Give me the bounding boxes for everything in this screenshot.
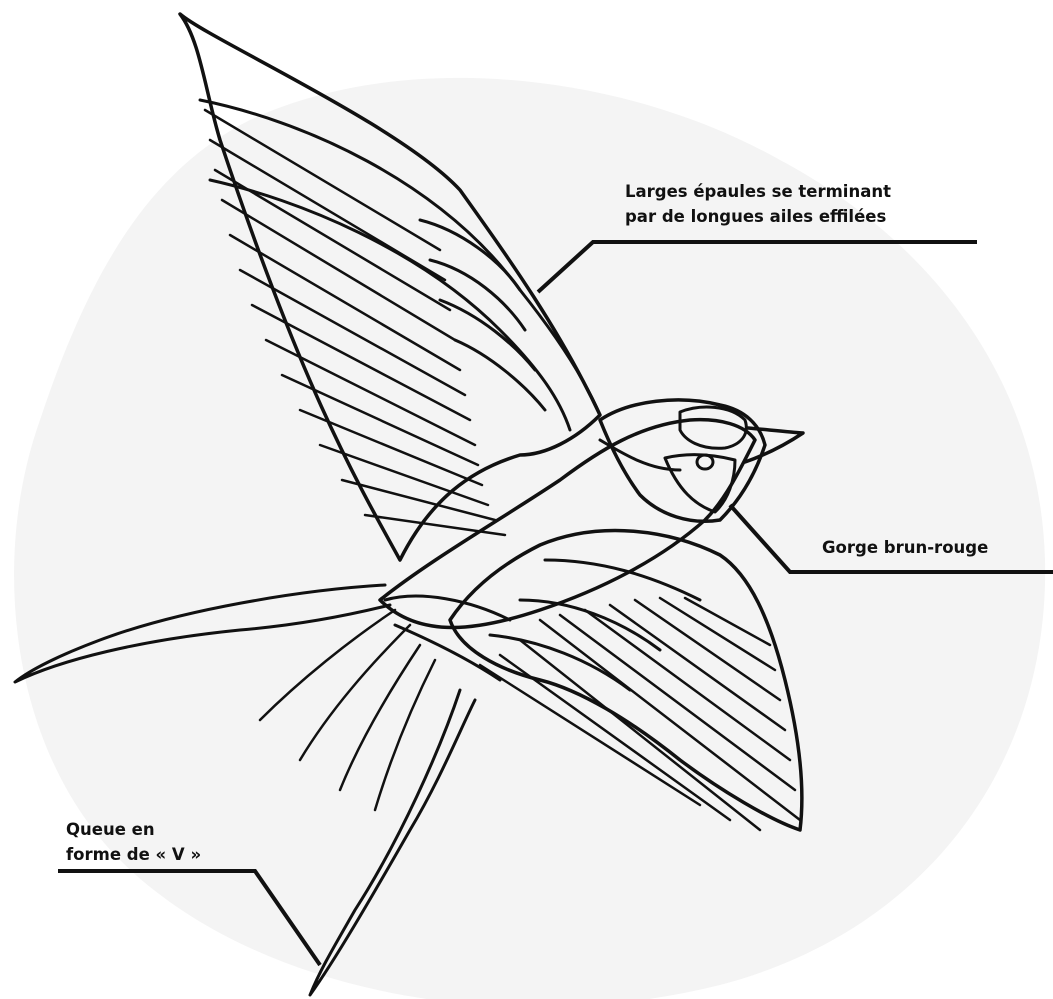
throat-annotation: Gorge brun-rouge xyxy=(822,535,988,560)
wing-annotation-line-1: Larges épaules se terminant xyxy=(625,182,891,201)
throat-annotation-line-1: Gorge brun-rouge xyxy=(822,538,988,557)
tail-annotation-line-2: forme de « V » xyxy=(66,845,201,864)
tail-annotation: Queue en forme de « V » xyxy=(66,817,201,867)
wing-annotation: Larges épaules se terminant par de longu… xyxy=(625,179,891,229)
wing-annotation-line-2: par de longues ailes effilées xyxy=(625,207,886,226)
tail-annotation-line-1: Queue en xyxy=(66,820,155,839)
